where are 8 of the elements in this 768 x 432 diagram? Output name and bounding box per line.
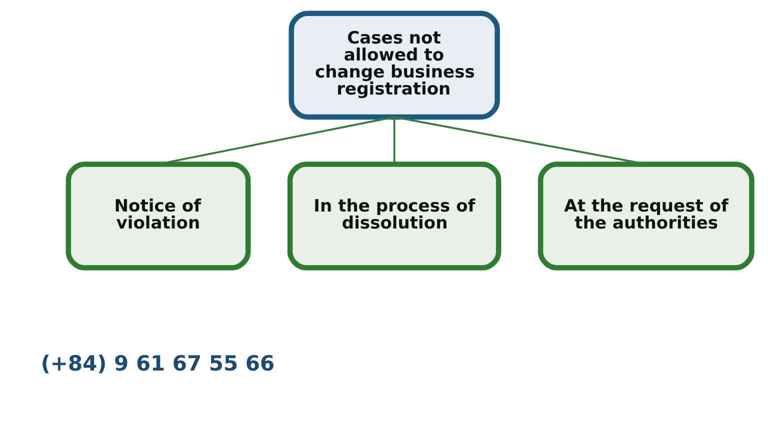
node-box: Cases not allowed to change business registration — [288, 10, 500, 120]
node-box: Notice of violation — [65, 162, 250, 270]
connector — [394, 116, 646, 166]
connector — [392, 116, 395, 164]
connector — [158, 116, 394, 166]
label: (+84) 9 61 67 55 66 — [40, 352, 274, 376]
node-box: In the process of dissolution — [286, 162, 501, 270]
node-box: At the request of the authorities — [537, 162, 754, 270]
